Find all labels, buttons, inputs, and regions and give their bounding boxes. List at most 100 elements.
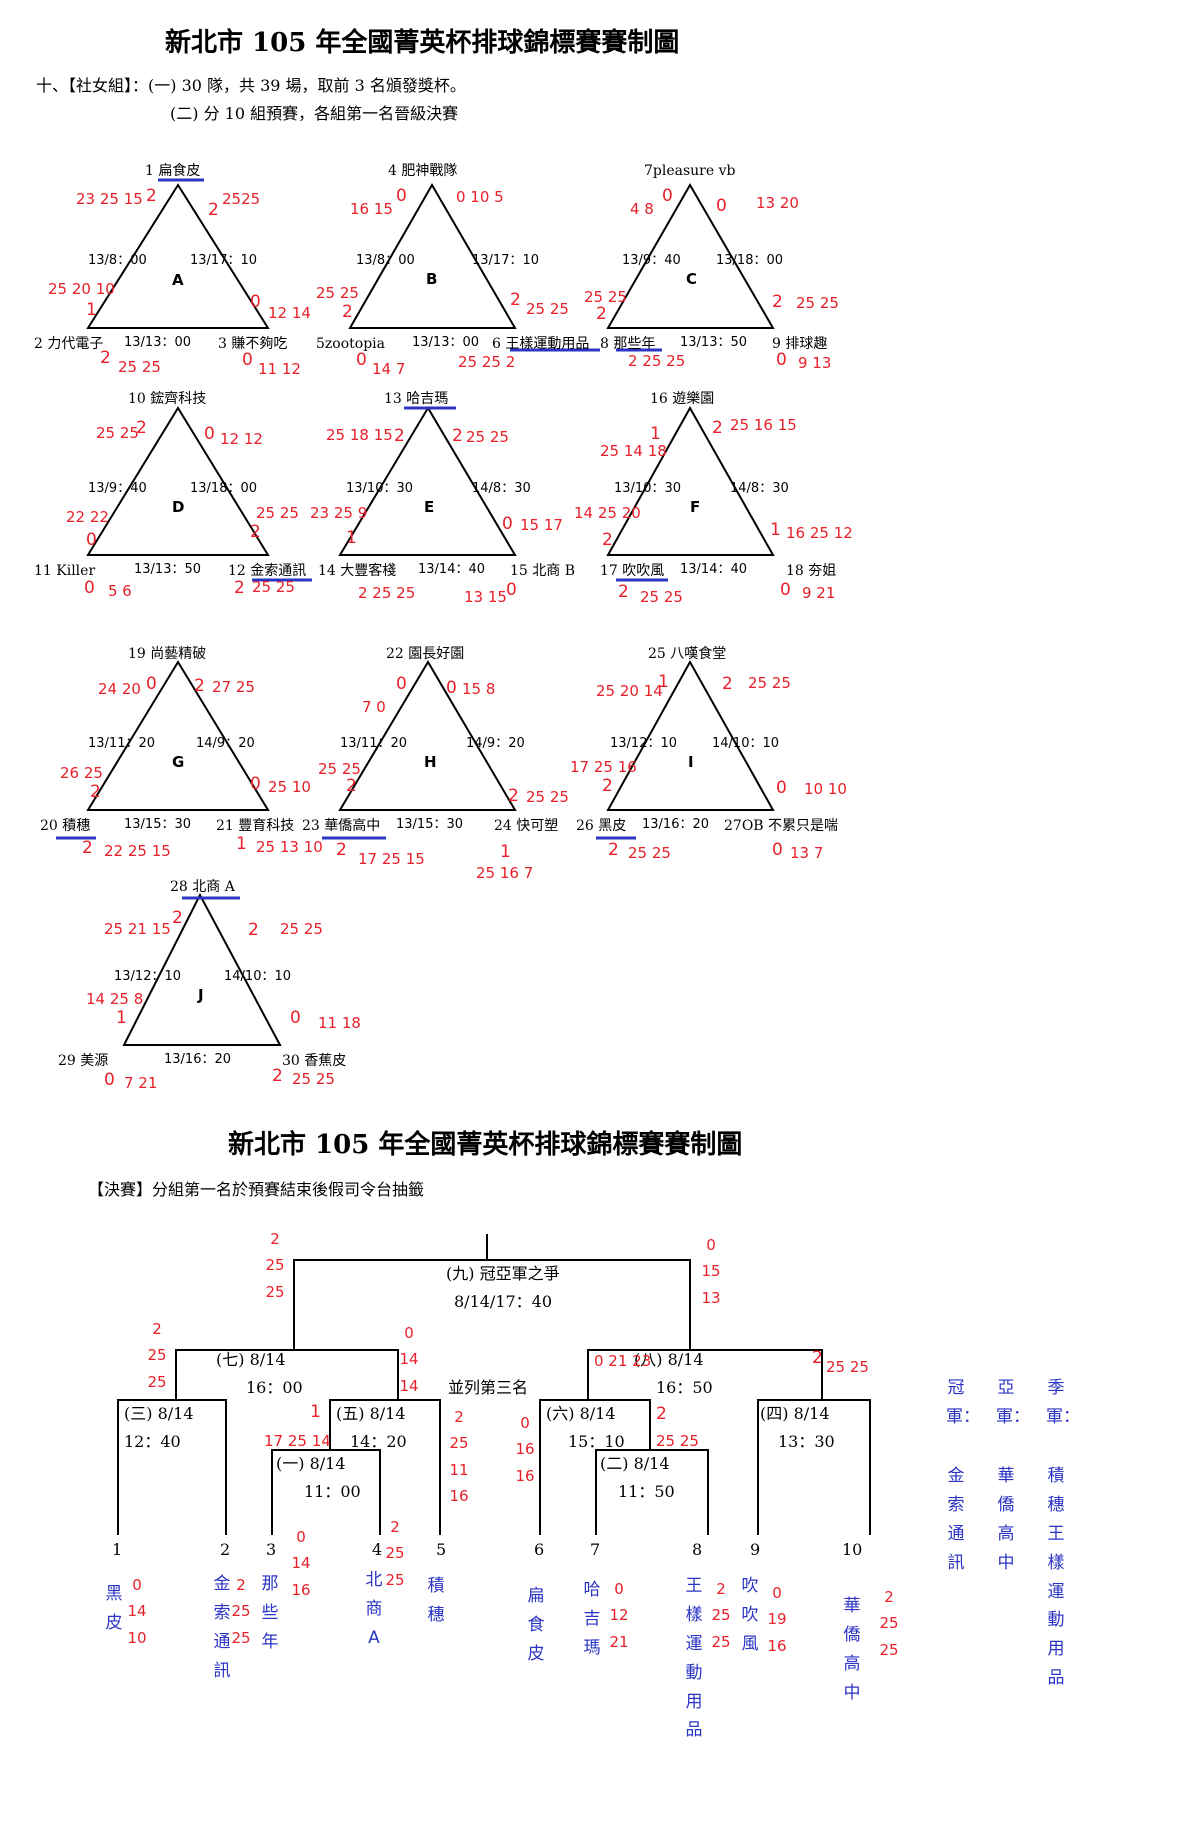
group-d-triangle [86,406,270,556]
match-6-time: 15：10 [568,1432,625,1451]
group-f-letter: F [690,498,701,516]
group-d-time-3: 13/13：50 [134,562,202,577]
group-c-win: 2 [596,304,607,324]
group-b-top-team: 4 肥神戰隊 [388,163,458,179]
score-m8-right-sets: 25 25 [826,1358,869,1376]
group-i-win: 1 [658,672,669,692]
group-a-win: 2 [100,348,111,368]
group-d-score: 25 25 [96,424,139,442]
group-f-time-2: 14/8：30 [730,481,789,496]
group-j-score: 14 25 8 [86,990,144,1008]
group-d-score: 25 25 [252,578,295,596]
group-i-score: 17 25 16 [570,758,637,776]
group-d-score: 12 12 [220,430,263,448]
group-a-left-team: 2 力代電子 [34,336,104,352]
match-3-time: 12：40 [124,1432,181,1451]
group-e-score: 25 25 [466,428,509,446]
group-h-win: 2 [346,776,357,796]
group-b-time-1: 13/8：00 [356,253,415,268]
group-a-score: 23 25 15 [76,190,143,208]
match-5-time: 14：20 [350,1432,407,1451]
group-b-time-3: 13/13：00 [412,335,480,350]
group-a-letter: A [172,271,184,289]
group-i-score: 25 25 [628,844,671,862]
group-j-win: 2 [248,920,259,940]
group-c-left-team: 8 那些年 [600,336,656,352]
group-f-score: 25 25 [640,588,683,606]
group-g-win: 0 [250,774,261,794]
group-e-triangle [338,406,517,556]
group-d-right-team: 12 金索通訊 [228,563,307,579]
group-g-time-2: 14/9：20 [196,736,255,751]
group-e-top-team: 13 哈吉瑪 [384,391,449,407]
score-m1-right: 2 25 25 [385,1518,405,1589]
group-h-letter: H [424,753,437,771]
group-a-score: 25 25 [118,358,161,376]
group-c-right-team: 9 排球趣 [772,336,828,352]
score-team-8: 2 25 25 [711,1580,731,1651]
score-m9-right: 0 15 13 [701,1236,721,1307]
group-d-left-team: 11 Killer [34,563,96,579]
group-g-time-3: 13/15：30 [124,817,192,832]
group-e-score: 23 25 9 [310,504,368,522]
group-c-score: 13 20 [756,194,799,212]
group-h-time-3: 13/15：30 [396,817,464,832]
group-f-time-1: 13/10：30 [614,481,682,496]
seed-number: 5 [436,1540,447,1559]
score-m5-left: 1 [310,1402,321,1422]
group-a-time-1: 13/8：00 [88,253,147,268]
group-g-win: 1 [236,834,247,854]
group-b-score: 25 25 2 [458,353,516,371]
group-a-top-team: 1 扁食皮 [145,163,201,179]
group-g-win: 2 [194,676,205,696]
group-e-score: 13 15 [464,588,507,606]
group-b-win: 2 [510,290,521,310]
group-i-triangle [606,659,775,811]
score-team-10: 2 25 25 [879,1588,899,1659]
match-5-label: (五) 8/14 [336,1404,406,1423]
score-team-9: 0 19 16 [767,1584,787,1655]
group-c-time-1: 13/9：40 [622,253,681,268]
group-h-score: 7 0 [362,698,386,716]
team-name: 積穗 [427,1576,445,1625]
group-a-time-3: 13/13：00 [124,335,192,350]
group-h-score: 25 16 7 [476,864,534,882]
group-c-letter: C [686,270,698,288]
group-a-triangle [86,183,270,329]
group-j-right-team: 30 香蕉皮 [282,1053,347,1069]
group-f-score: 9 21 [802,584,836,602]
group-j-win: 2 [172,908,183,928]
seed-number: 4 [372,1540,383,1559]
group-e-win: 0 [502,514,513,534]
group-h-win: 1 [500,842,511,862]
team-name: 華僑高中 [843,1596,861,1703]
group-a-score: 25 20 10 [48,280,115,298]
group-i-win: 2 [722,674,733,694]
group-d-win: 0 [86,530,97,550]
group-a-score: 11 12 [258,360,301,378]
team-name: 王樣運動用品 [685,1576,703,1741]
group-g-score: 22 25 15 [104,842,171,860]
group-h-win: 0 [446,678,457,698]
group-g-win: 2 [90,782,101,802]
group-b-win: 0 [356,350,367,370]
group-j-left-team: 29 美源 [58,1053,109,1069]
group-a-win: 0 [242,350,253,370]
score-m6-right-sets: 25 25 [656,1432,699,1450]
score-m9-left: 2 25 25 [265,1230,285,1301]
group-e-win: 2 [452,426,463,446]
group-b-win: 2 [342,302,353,322]
match-8-time: 16：50 [656,1378,713,1397]
page-title: 新北市 105 年全國菁英杯排球錦標賽賽制圖 [165,28,680,58]
match-9-label: (九) 冠亞軍之爭 [446,1264,560,1283]
score-team-2: 2 25 25 [231,1576,251,1647]
group-h-left-team: 23 華僑高中 [302,818,381,834]
group-i-time-2: 14/10：10 [712,736,780,751]
seed-number: 8 [692,1540,703,1559]
match-7-label: (七) 8/14 [216,1350,286,1369]
group-a-score: 2525 [222,190,261,208]
group-a-win: 0 [250,292,261,312]
group-h-time-2: 14/9：20 [466,736,525,751]
group-g-left-team: 20 積穗 [40,818,91,834]
group-i-time-3: 13/16：20 [642,817,710,832]
